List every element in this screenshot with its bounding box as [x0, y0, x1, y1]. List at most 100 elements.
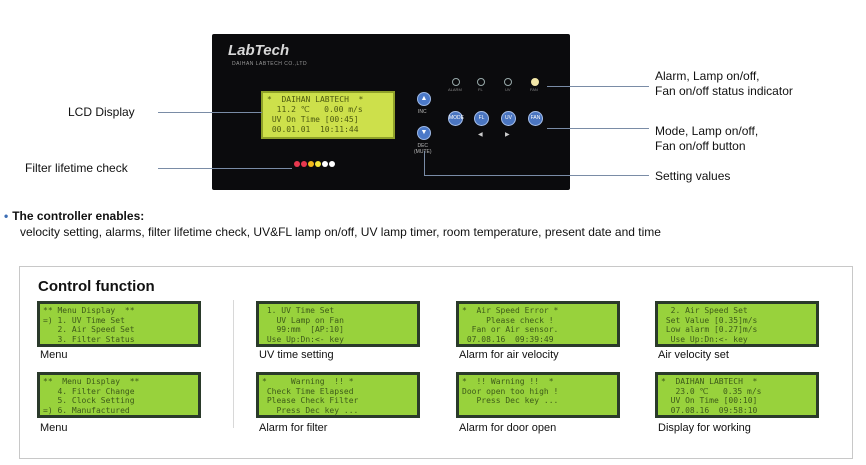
screen-line: * DAIHAN LABTECH *	[661, 377, 758, 386]
screen-line: Please Check Filter	[262, 396, 359, 405]
inc-button[interactable]: ▲	[417, 92, 431, 106]
screen-line: 2. Air Speed Set	[43, 325, 135, 334]
button-callout-line	[547, 128, 649, 129]
control-function-box	[19, 266, 853, 459]
screen-thumbnail: * Warning !! * Check Time Elapsed Please…	[256, 372, 420, 418]
mode-button-line2: Fan on/off button	[655, 139, 746, 153]
enables-title-text: The controller enables:	[12, 209, 145, 223]
left-arrow-icon: ◀	[478, 132, 483, 138]
lcd-line: * DAIHAN LABTECH *	[267, 95, 364, 104]
lcd-callout-line	[158, 112, 262, 113]
inc-label: INC	[418, 109, 427, 115]
screen-caption: Menu	[40, 349, 68, 361]
brand-logo: LabTech	[228, 42, 290, 59]
screen-line: 07.08.16 09:58:10	[661, 405, 758, 415]
enables-description: velocity setting, alarms, filter lifetim…	[20, 225, 661, 239]
status-indicator-line1: Alarm, Lamp on/off,	[655, 69, 760, 83]
screen-thumbnail: 1. UV Time Set UV Lamp on Fan 99:mm [AP:…	[256, 301, 420, 347]
screen-line: Set Value [0.35]m/s	[661, 315, 758, 325]
screen-line: Press Dec key ...	[462, 396, 559, 405]
control-function-title: Control function	[38, 278, 155, 295]
screen-line: 3. Filter Status	[43, 334, 135, 344]
screen-caption: Display for working	[658, 422, 751, 434]
screen-line: UV On Time [00:10]	[661, 396, 758, 405]
filter-led	[294, 161, 300, 167]
controller-panel: LabTech DAIHAN LABTECH CO.,LTD * DAIHAN …	[212, 34, 570, 190]
dec-button[interactable]: ▼	[417, 126, 431, 140]
screen-line: Use Up:Dn:<- key	[262, 334, 344, 344]
screen-caption: Air velocity set	[658, 349, 729, 361]
screen-line: 23.0 ℃ 0.35 m/s	[661, 386, 762, 396]
down-arrow-icon: ▼	[420, 129, 428, 136]
screen-line: 1. UV Time Set	[262, 306, 335, 315]
indicator-label: FL	[478, 87, 483, 92]
uv-indicator	[504, 78, 512, 86]
screen-line: 5. Clock Setting	[43, 396, 135, 405]
screen-caption: Alarm for filter	[259, 422, 328, 434]
brand-subtitle: DAIHAN LABTECH CO.,LTD	[232, 61, 308, 67]
filter-callout-line	[158, 168, 292, 169]
status-indicator-line2: Fan on/off status indicator	[655, 84, 793, 98]
mode-button-line1: Mode, Lamp on/off,	[655, 124, 759, 138]
setting-values-label: Setting values	[655, 169, 731, 183]
up-arrow-icon: ▲	[420, 95, 428, 102]
divider	[233, 300, 234, 428]
setting-callout-v	[424, 151, 425, 175]
enables-title: •The controller enables:	[4, 209, 144, 223]
mode-button-label: Mode, Lamp on/off, Fan on/off button	[655, 124, 758, 154]
screen-line: Check Time Elapsed	[262, 386, 354, 396]
screen-line: * !! Warning !! *	[462, 377, 554, 386]
screen-thumbnail: ** Menu Display ** =) 1. UV Time Set 2. …	[37, 301, 201, 347]
lcd-display-label: LCD Display	[68, 105, 135, 119]
screen-line: Fan or Air sensor.	[462, 325, 559, 334]
indicator-label: FAN	[530, 87, 538, 92]
screen-thumbnail: * !! Warning !! * Door open too high ! P…	[456, 372, 620, 418]
lcd-line: 11.2 ℃ 0.00 m/s	[267, 105, 363, 114]
screen-line: 07.08.16 09:39:49	[462, 334, 554, 344]
filter-led	[308, 161, 314, 167]
indicator-callout-line	[547, 86, 649, 87]
screen-line: ** Menu Display **	[43, 377, 140, 386]
lcd-line: UV On Time [00:45]	[267, 115, 359, 124]
indicator-label: ALARM	[448, 87, 462, 92]
filter-led	[329, 161, 335, 167]
screen-line: Press Dec key ...	[262, 405, 359, 415]
screen-line: Use Up:Dn:<- key	[661, 334, 748, 344]
screen-thumbnail: ** Menu Display ** 4. Filter Change 5. C…	[37, 372, 201, 418]
bullet-icon: •	[4, 209, 9, 223]
screen-line: Please check !	[462, 315, 554, 325]
screen-line: Low alarm [0.27]m/s	[661, 325, 758, 334]
filter-led	[322, 161, 328, 167]
screen-line: UV Lamp on Fan	[262, 315, 344, 325]
screen-line: =) 1. UV Time Set	[43, 315, 125, 325]
screen-thumbnail: 2. Air Speed Set Set Value [0.35]m/s Low…	[655, 301, 819, 347]
screen-line: * Air Speed Error *	[462, 306, 559, 315]
screen-thumbnail: * DAIHAN LABTECH * 23.0 ℃ 0.35 m/s UV On…	[655, 372, 819, 418]
screen-line: 4. Filter Change	[43, 386, 135, 396]
screen-line: Door open too high !	[462, 386, 559, 396]
screen-thumbnail: * Air Speed Error * Please check ! Fan o…	[456, 301, 620, 347]
screen-line: 2. Air Speed Set	[661, 306, 748, 315]
screen-line: ** Menu Display **	[43, 306, 135, 315]
filter-lifetime-label: Filter lifetime check	[25, 161, 128, 175]
status-indicator-label: Alarm, Lamp on/off, Fan on/off status in…	[655, 69, 793, 99]
screen-line: 99:mm [AP:10]	[262, 325, 344, 334]
mode-button[interactable]: MODE	[448, 111, 464, 126]
fan-indicator	[531, 78, 539, 86]
dec-mute-label: DEC (MUTE)	[414, 143, 432, 155]
setting-callout-line	[424, 175, 649, 176]
screen-line: * Warning !! *	[262, 377, 354, 386]
filter-led	[315, 161, 321, 167]
fl-button[interactable]: FL	[474, 111, 489, 126]
alarm-indicator	[452, 78, 460, 86]
fl-indicator	[477, 78, 485, 86]
screen-line: =) 6. Manufactured	[43, 405, 130, 415]
screen-caption: Menu	[40, 422, 68, 434]
screen-caption: Alarm for air velocity	[459, 349, 559, 361]
lcd-display: * DAIHAN LABTECH * 11.2 ℃ 0.00 m/s UV On…	[261, 91, 395, 139]
indicator-label: UV	[505, 87, 511, 92]
uv-button[interactable]: UV	[501, 111, 516, 126]
fan-button[interactable]: FAN	[528, 111, 543, 126]
lcd-line: 00.01.01 10:11:44	[267, 125, 359, 134]
right-arrow-icon: ▶	[505, 132, 510, 138]
